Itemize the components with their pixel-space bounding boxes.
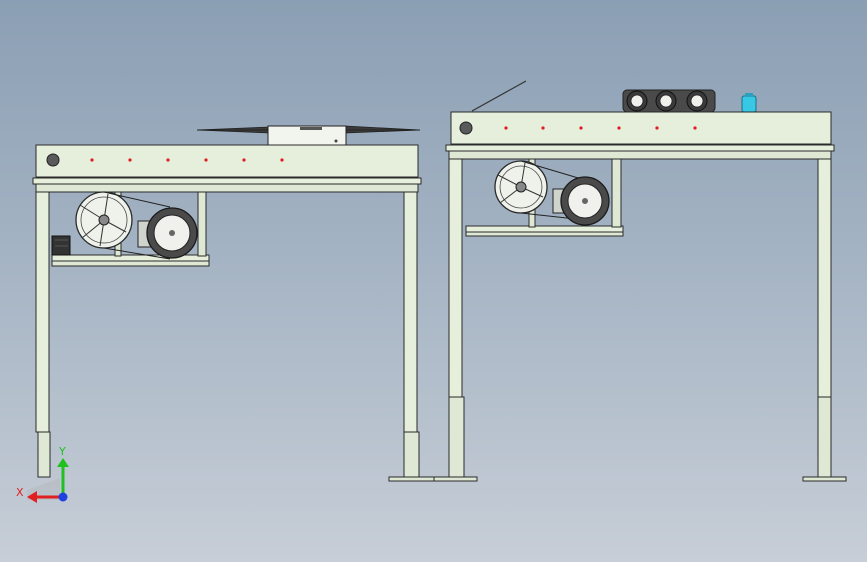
x-axis-arrow-icon xyxy=(27,491,37,503)
right-conveyor-frame[interactable] xyxy=(433,80,847,482)
roller-assembly-icon xyxy=(622,89,716,113)
sensor-rod xyxy=(471,80,527,112)
pulley-wheel-icon xyxy=(75,191,133,249)
motor-icon xyxy=(552,176,610,226)
top-beam xyxy=(450,111,832,145)
motor-icon xyxy=(137,207,198,259)
emergency-stop-button[interactable] xyxy=(46,153,60,167)
pulley-wheel-icon xyxy=(494,160,548,214)
lower-rail xyxy=(32,177,422,185)
y-axis-arrow-icon xyxy=(57,458,69,467)
axis-triad: Y X xyxy=(16,445,69,503)
right-leg xyxy=(802,158,847,482)
lower-rail xyxy=(445,144,835,152)
emergency-stop-button[interactable] xyxy=(459,121,473,135)
indicator-row xyxy=(504,126,697,130)
knife-blade-icon xyxy=(196,125,421,146)
sensor-icon xyxy=(741,93,757,113)
y-axis-label: Y xyxy=(58,445,66,458)
right-leg xyxy=(388,191,435,482)
left-leg xyxy=(35,191,51,478)
top-beam xyxy=(35,144,419,178)
left-leg xyxy=(433,158,478,482)
x-axis-label: X xyxy=(16,486,24,499)
z-axis-dot-icon xyxy=(58,492,68,502)
left-conveyor-frame[interactable] xyxy=(32,125,435,482)
indicator-row xyxy=(90,158,284,162)
